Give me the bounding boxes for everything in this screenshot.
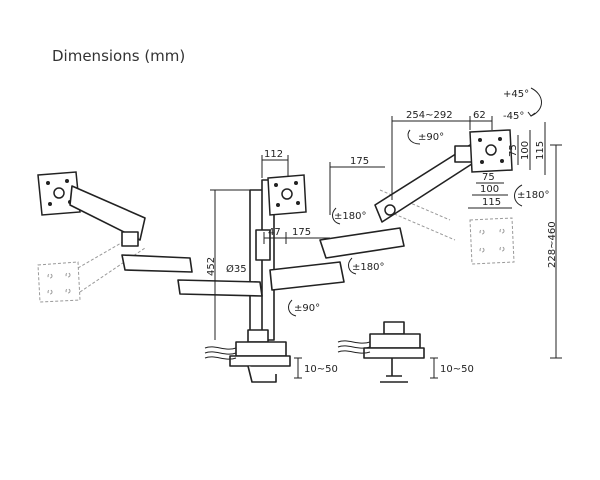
rot-joint-mid: ±180°: [352, 262, 384, 273]
dim-clamp-thickness-1: 10~50: [304, 364, 338, 375]
dim-arm-segment-b: 175: [292, 227, 311, 238]
dim-vesa-75-h: 75: [508, 144, 519, 157]
dim-vesa-100-w: 100: [480, 184, 499, 195]
right-grommet-base: [337, 321, 425, 383]
left-gas-arm: [69, 185, 263, 297]
dim-height-range: 228~460: [547, 221, 558, 268]
rot-joint-upper: ±180°: [334, 211, 366, 222]
dim-vesa-115-h: 115: [535, 141, 546, 160]
dim-pole-spacing: 112: [264, 149, 283, 160]
left-clamp-base: [204, 329, 291, 383]
ghost-left-monitor: [37, 231, 146, 303]
rot-swivel-right: ±180°: [517, 190, 549, 201]
dim-pole-diameter: Ø35: [226, 263, 247, 275]
dim-arm-segment-a: 47: [268, 227, 281, 238]
right-arm: [269, 144, 479, 291]
dim-vesa-115-w: 115: [482, 197, 501, 208]
right-monitor: [469, 129, 513, 173]
dim-lines: [210, 116, 562, 379]
dim-vesa-100-h: 100: [520, 141, 531, 160]
rot-joint-base: ±90°: [294, 303, 320, 314]
dim-vesa-75-w: 75: [482, 172, 495, 183]
rotation-arrows: [288, 87, 542, 317]
center-monitor: [255, 174, 307, 261]
rot-swivel-top: ±90°: [418, 132, 444, 143]
dim-arm-end: 62: [473, 110, 486, 121]
diagram-title: Dimensions (mm): [52, 47, 186, 65]
rot-tilt-down: -45°: [503, 111, 524, 122]
ghost-right-monitor: [379, 189, 515, 265]
dim-arm-segment-c: 175: [350, 156, 369, 167]
dim-pole-height: 452: [206, 257, 217, 276]
dim-arm-reach-range: 254~292: [406, 110, 453, 121]
dim-clamp-thickness-2: 10~50: [440, 364, 474, 375]
rot-tilt-up: +45°: [503, 89, 529, 100]
